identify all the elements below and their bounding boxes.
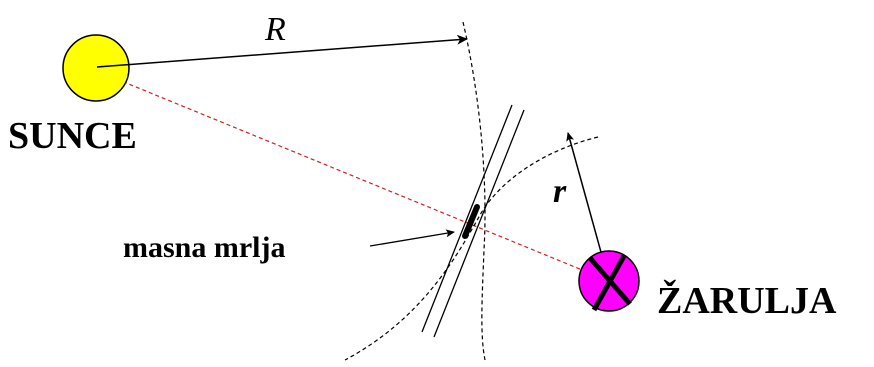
sun-label: SUNCE (8, 115, 137, 157)
bulb-cross-stroke-b (591, 254, 627, 312)
bulb-radius-arc (344, 136, 599, 361)
sun-circle (62, 34, 130, 102)
bulb-radius-label: r (553, 173, 567, 210)
grease-spot (462, 204, 480, 239)
spot-pointer-arrow (369, 229, 455, 247)
sun-radius-label: R (264, 11, 286, 48)
sun-radius-arrow (96, 34, 468, 68)
bulb-label: ŽARULJA (657, 280, 837, 322)
spot-label: masna mrlja (123, 231, 285, 264)
sight-line (96, 70, 610, 282)
sun-radius-arc (462, 21, 486, 361)
photometer-screen-line-a (421, 104, 513, 333)
photometer-screen-line-b (433, 109, 525, 338)
